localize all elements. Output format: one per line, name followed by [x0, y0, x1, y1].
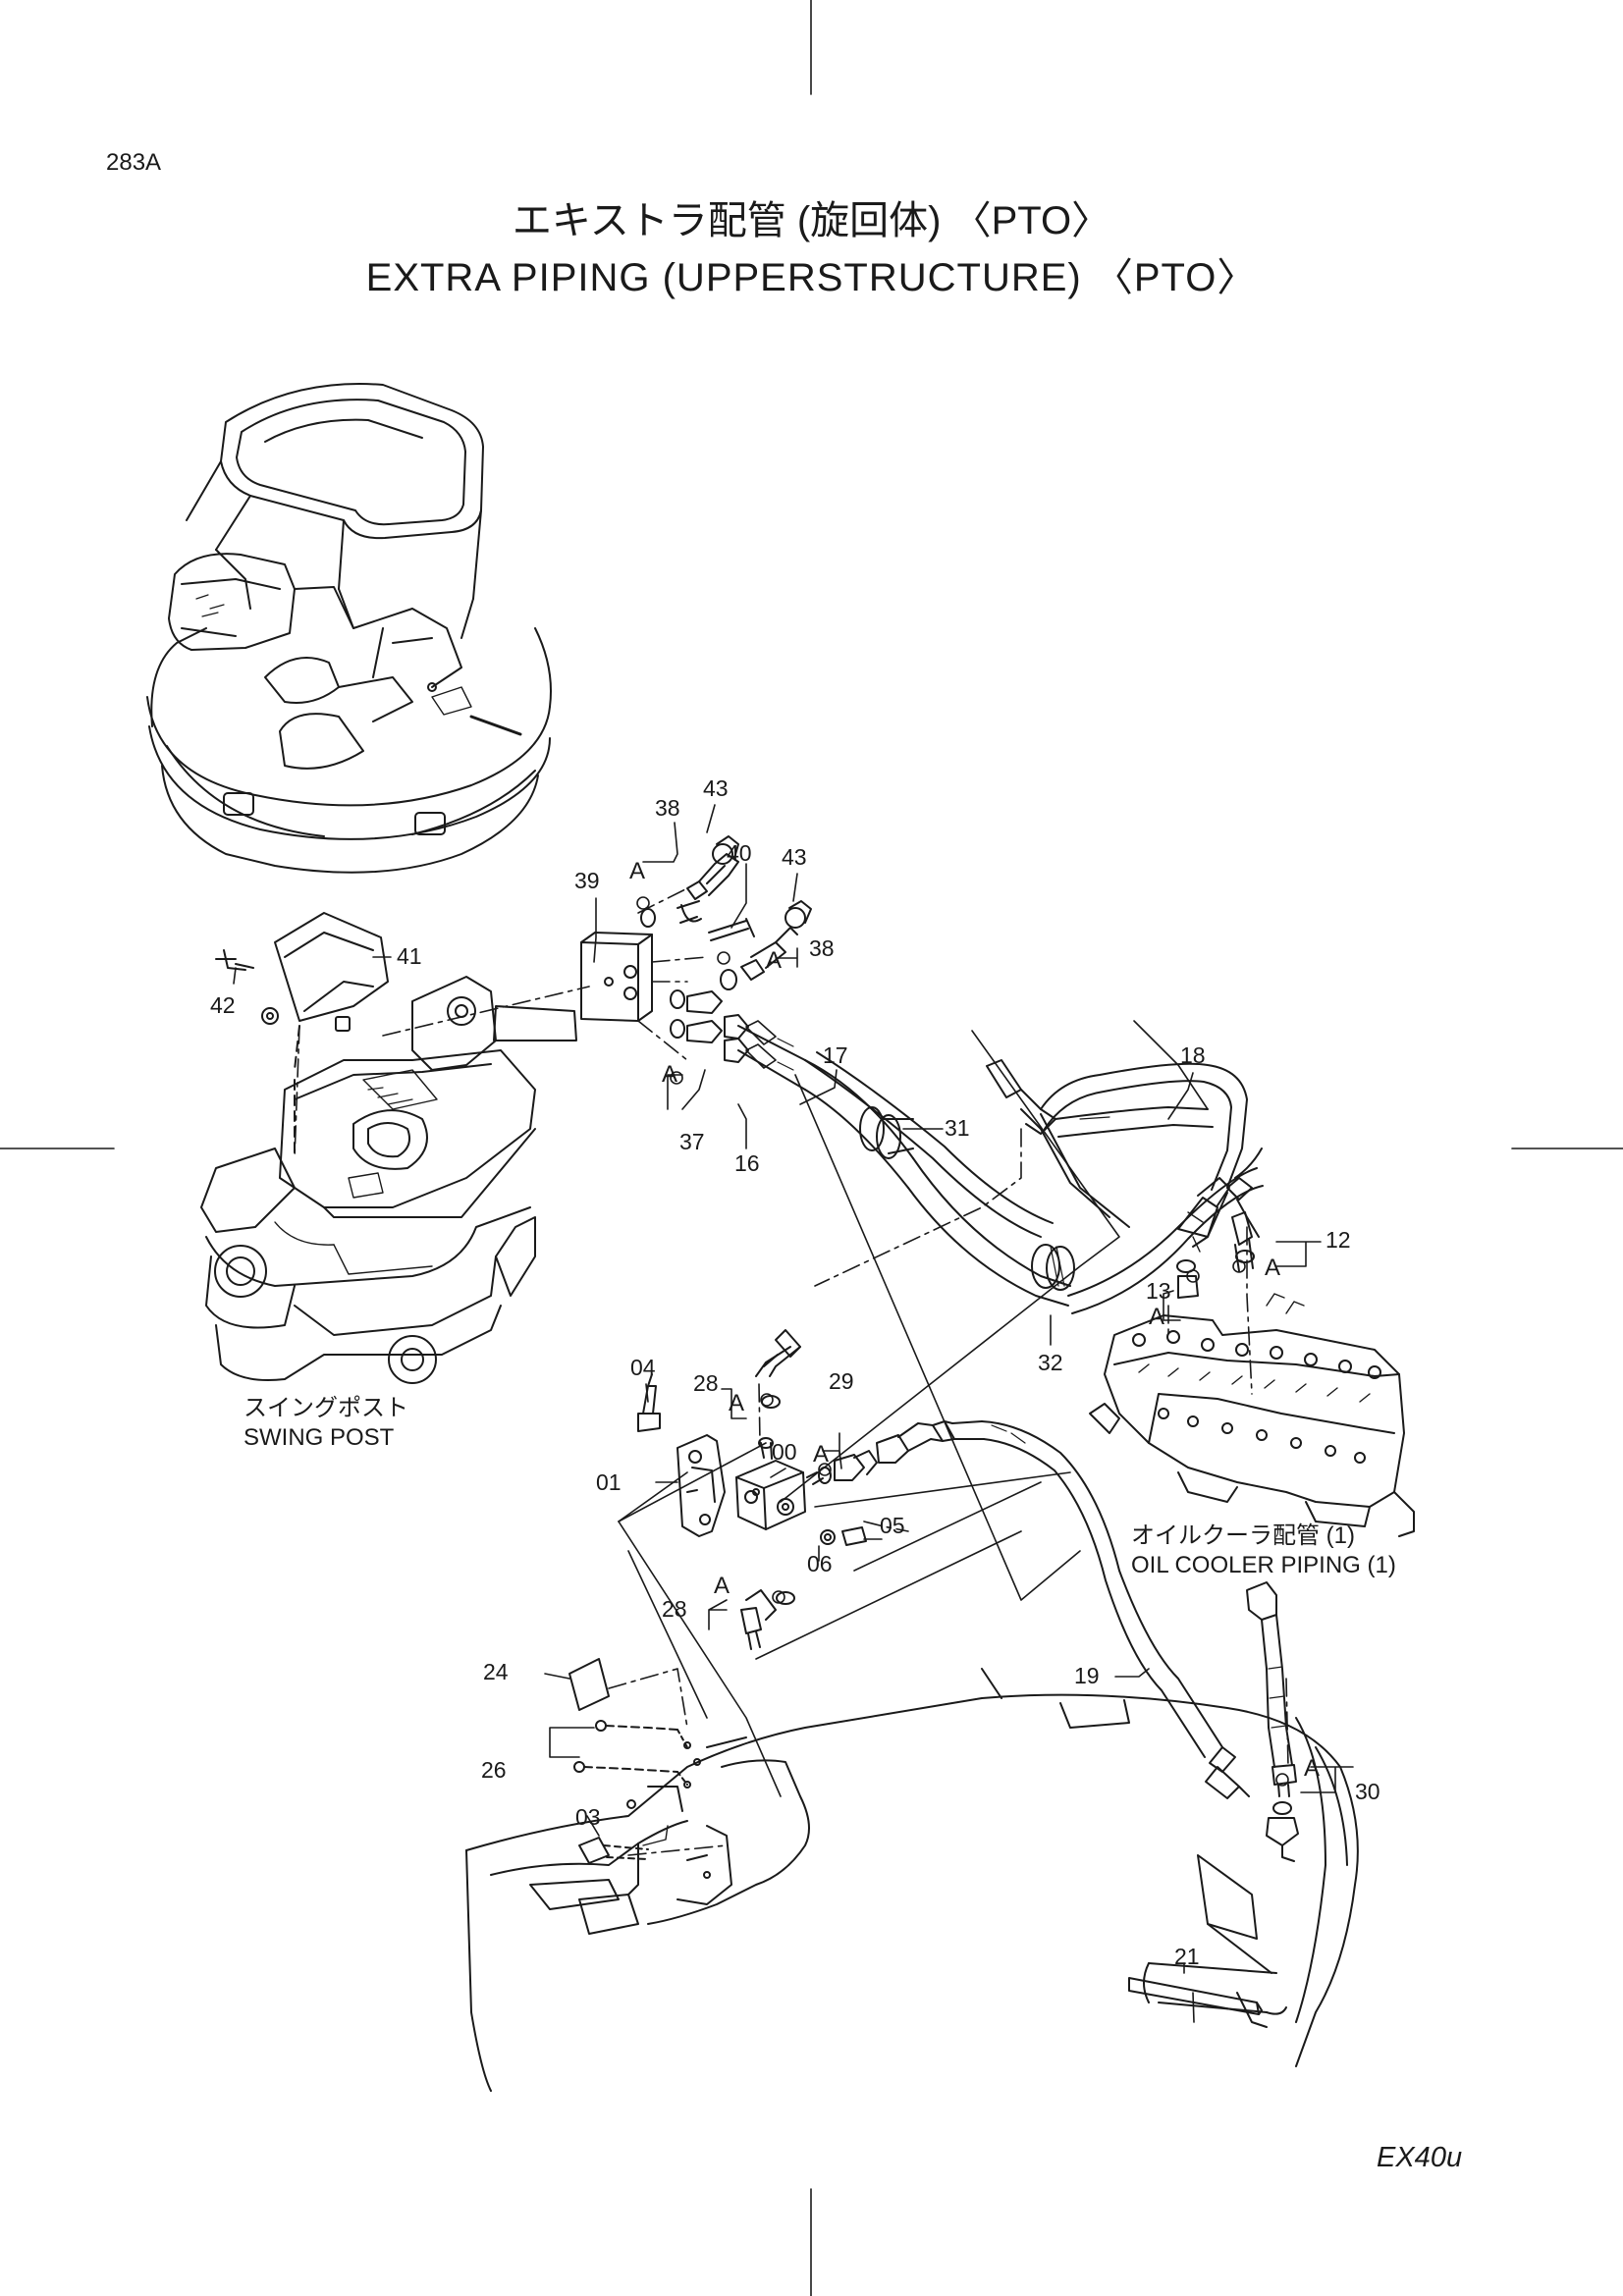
swing-post-label-japanese: スイングポスト [243, 1395, 408, 1421]
callout-label: 28 [662, 1596, 687, 1622]
callout-label: 13 [1146, 1278, 1171, 1304]
lower-block-illustration [637, 1329, 1250, 1799]
plate-and-bolts-illustration [568, 1658, 701, 1864]
callout-label: 12 [1325, 1227, 1351, 1253]
detail-marker-a: A [1304, 1755, 1321, 1782]
oil-cooler-piping-illustration [1246, 1581, 1299, 1862]
callout-label: 28 [693, 1370, 719, 1396]
callout-label: 30 [1355, 1779, 1380, 1804]
detail-marker-a: A [1265, 1255, 1281, 1281]
callout-label: 21 [1174, 1944, 1200, 1969]
callout-label: 19 [1074, 1663, 1100, 1688]
callout-label: 43 [782, 844, 807, 870]
callout-label: 04 [630, 1355, 656, 1380]
o-ring-markers [636, 896, 1289, 1787]
detail-marker-a: A [629, 858, 646, 884]
callout-label: 29 [829, 1368, 854, 1394]
callout-label: 40 [727, 840, 752, 866]
detail-marker-a: A [729, 1390, 745, 1416]
machine-overview-illustration [146, 383, 552, 874]
callout-label: 05 [880, 1513, 905, 1538]
callout-label: 39 [574, 868, 600, 893]
oil-cooler-label-japanese: オイルクーラ配管 (1) [1131, 1522, 1355, 1549]
pto-manifold-illustration [493, 835, 1071, 1307]
callout-label: 32 [1038, 1350, 1063, 1375]
callout-label: 18 [1180, 1042, 1206, 1068]
callout-label: 00 [772, 1439, 797, 1465]
rail-illustration [1128, 1977, 1263, 2015]
control-valve-illustration [1089, 1293, 1415, 1537]
page-title-english: EXTRA PIPING (UPPERSTRUCTURE) 〈PTO〉 [365, 256, 1258, 299]
callout-label: 24 [483, 1659, 509, 1684]
model-label: EX40u [1377, 2142, 1463, 2173]
body-panel-illustration [465, 1668, 1359, 2092]
detail-marker-a: A [662, 1061, 678, 1088]
detail-marker-a: A [1149, 1304, 1165, 1330]
callout-label: 37 [679, 1129, 705, 1154]
callout-label: 42 [210, 992, 236, 1018]
detail-marker-a: A [813, 1441, 830, 1468]
hose-routing-illustration [804, 1051, 1264, 1314]
page-code: 283A [106, 149, 162, 176]
swing-post-label-english: SWING POST [243, 1424, 395, 1451]
detail-marker-a: A [766, 947, 783, 974]
callout-label: 26 [481, 1757, 507, 1783]
callout-label: 31 [945, 1115, 970, 1141]
swing-post-illustration [200, 912, 536, 1384]
oil-cooler-label-english: OIL COOLER PIPING (1) [1131, 1552, 1396, 1578]
phantom-lines [294, 887, 1289, 1856]
callout-label: 06 [807, 1551, 833, 1576]
callout-label: 43 [703, 775, 729, 801]
detail-marker-a: A [714, 1573, 730, 1599]
callout-label: 03 [575, 1804, 601, 1830]
callout-leaders [233, 804, 1354, 2023]
page-title-japanese: エキストラ配管 (旋回体) 〈PTO〉 [512, 199, 1111, 242]
callout-label: 38 [655, 795, 680, 821]
callout-label: 41 [397, 943, 422, 969]
callout-label: 01 [596, 1469, 622, 1495]
leader-lines [618, 1020, 1209, 1797]
callout-label: 17 [823, 1042, 848, 1068]
callout-label: 16 [734, 1150, 760, 1176]
callout-label: 38 [809, 935, 835, 961]
